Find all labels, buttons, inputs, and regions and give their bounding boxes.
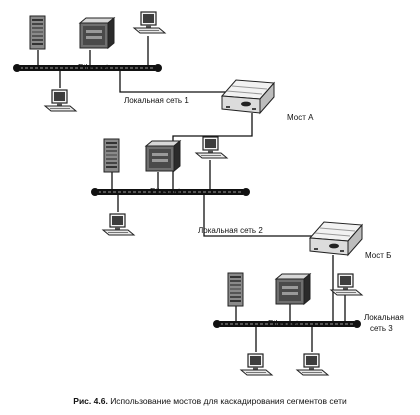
figure-caption: Рис. 4.6. Использование мостов для каска… bbox=[0, 396, 420, 406]
workstation-icon bbox=[44, 89, 77, 112]
file-server-icon bbox=[145, 140, 181, 172]
bus-label: Ethernet bbox=[150, 187, 181, 196]
workstation-icon bbox=[102, 213, 135, 236]
bridge-b-label: Мост Б bbox=[365, 251, 391, 260]
workstation-icon bbox=[296, 353, 329, 376]
bus-terminator bbox=[13, 64, 21, 72]
bridge-a-label: Мост А bbox=[287, 113, 314, 122]
bus-terminator bbox=[242, 188, 250, 196]
link-lan2-bridge-b bbox=[203, 194, 318, 237]
workstation-icon bbox=[240, 353, 273, 376]
segment-2: Ethernet Локальная сеть 2 bbox=[91, 136, 318, 237]
network-label-1: Локальная сеть 1 bbox=[124, 96, 189, 105]
network-label-3-line1: Локальная bbox=[364, 313, 404, 322]
bridge-a: Мост А bbox=[221, 79, 314, 122]
figure-number: Рис. 4.6. bbox=[73, 396, 108, 406]
network-label-3-line2: сеть 3 bbox=[370, 324, 393, 333]
bus-terminator bbox=[91, 188, 99, 196]
segment-1: Ethernet Локальная сеть 1 bbox=[13, 11, 230, 112]
workstation-icon bbox=[330, 273, 363, 296]
server-tower-icon bbox=[103, 138, 120, 173]
bus-terminator bbox=[213, 320, 221, 328]
link-lan1-bridge-a bbox=[119, 70, 230, 93]
network-diagram: Ethernet Локальная сеть 1 Мост А Ether bbox=[13, 11, 404, 376]
bus-terminator bbox=[154, 64, 162, 72]
bridge-b-icon bbox=[309, 221, 363, 256]
workstation-icon bbox=[195, 136, 228, 159]
segment-3: Ethernet Локальная сеть 3 bbox=[213, 272, 404, 376]
bridge-a-icon bbox=[221, 79, 275, 114]
workstation-icon bbox=[133, 11, 166, 34]
server-tower-icon bbox=[227, 272, 244, 307]
bus-terminator bbox=[353, 320, 361, 328]
bus-label: Ethernet bbox=[268, 319, 299, 328]
file-server-icon bbox=[79, 17, 115, 49]
server-tower-icon bbox=[29, 15, 46, 50]
bridge-b: Мост Б bbox=[309, 221, 391, 260]
figure-caption-text: Использование мостов для каскадирования … bbox=[110, 396, 347, 406]
bus-label: Ethernet bbox=[78, 63, 109, 72]
network-label-2: Локальная сеть 2 bbox=[198, 226, 263, 235]
file-server-icon bbox=[275, 273, 311, 305]
